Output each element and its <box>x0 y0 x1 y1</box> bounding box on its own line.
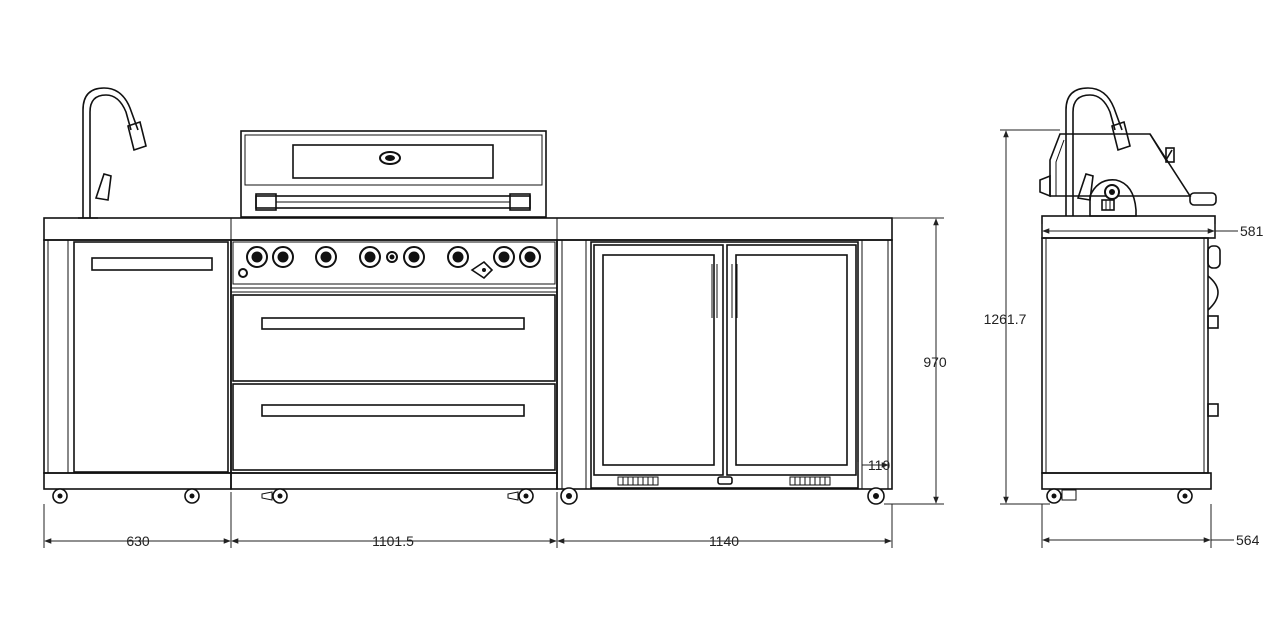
dimension-label-top-depth: 581 <box>1240 223 1264 239</box>
side-dimensions <box>1000 129 1238 548</box>
sink-cabinet <box>43 239 232 504</box>
drawer-lower <box>232 383 556 471</box>
side-countertop <box>1041 215 1216 239</box>
dimension-label-height: 970 <box>923 354 947 370</box>
side-hood-handle <box>1189 192 1217 206</box>
hood-window <box>292 144 494 179</box>
dimension-label-fridge-width: 1140 <box>709 533 739 549</box>
side-knob <box>1207 245 1221 269</box>
grill-hood <box>240 130 547 218</box>
countertop <box>43 217 893 241</box>
side-hood <box>1049 133 1192 197</box>
front-view <box>43 87 944 548</box>
drawer-handle <box>261 317 525 330</box>
dimension-label-grill-width: 1101.5 <box>372 533 414 549</box>
fridge-door-left <box>593 244 724 476</box>
dimension-label-total-height: 1261.7 <box>984 311 1027 327</box>
front-dimensions <box>43 217 944 548</box>
dishwasher-door <box>73 241 229 473</box>
control-panel <box>232 241 556 285</box>
drawer-handle <box>261 404 525 417</box>
faucet-front <box>78 87 147 219</box>
grill-cabinet <box>230 239 558 504</box>
fridge-body <box>590 241 859 489</box>
faucet-side <box>1065 87 1131 216</box>
side-view <box>1000 87 1238 548</box>
dimension-label-sink-width: 630 <box>126 533 150 549</box>
bottle-opener-icon <box>470 260 494 280</box>
fridge-cabinet <box>556 239 893 505</box>
drawer-upper <box>232 294 556 382</box>
dimension-label-base-depth: 564 <box>1236 532 1260 548</box>
side-cabinet <box>1041 237 1209 474</box>
dimension-label-overhang: 110 <box>868 457 891 473</box>
fridge-door-right <box>726 244 857 476</box>
dishwasher-handle <box>91 257 213 271</box>
